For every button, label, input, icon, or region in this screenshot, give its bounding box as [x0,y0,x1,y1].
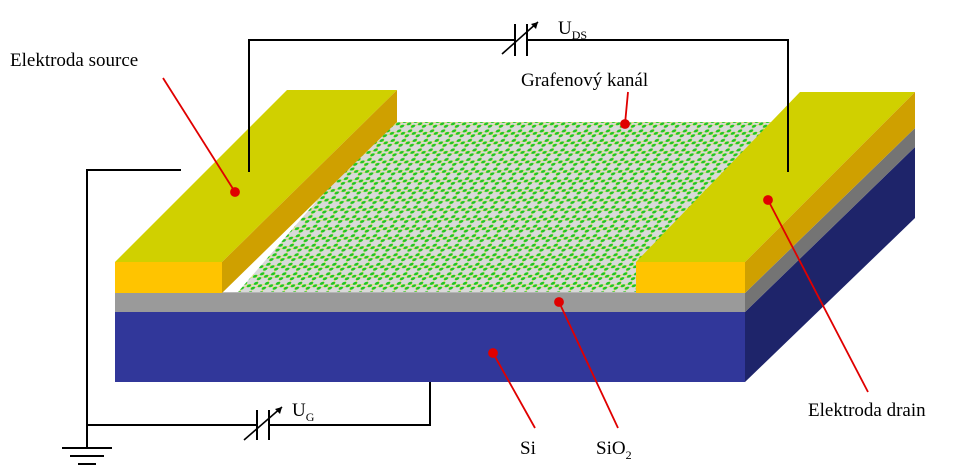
gate-circuit [62,169,431,465]
oxide-front [115,293,745,312]
label-uds-base: U [558,18,572,39]
ug-wire-right [269,382,431,426]
label-ug: UG [292,400,315,424]
label-oxide: SiO2 [596,438,632,462]
label-graphene-channel: Grafenový kanál [521,70,648,91]
label-silicon: Si [520,438,536,459]
source-electrode-side [222,90,397,293]
oxide-layer [115,128,915,312]
uds-wire-left [248,39,515,172]
label-ug-sub: G [306,410,315,424]
pointer-silicon [492,352,536,429]
variable-capacitor-icon [501,21,539,56]
pointer-drain [767,199,869,393]
drain-electrode-top [636,92,915,262]
source-electrode-front [115,262,222,293]
source-electrode-top [115,90,397,262]
oxide-top-strip [115,292,745,293]
variable-capacitor-icon [243,406,283,441]
drain-electrode-front [636,262,745,293]
label-oxide-sub: 2 [626,448,632,462]
drain-electrode-side [745,92,915,293]
substrate-side [745,147,915,382]
substrate-front [115,312,745,382]
drain-source-circuit [248,21,789,172]
drain-electrode [636,92,915,293]
ground-icon [62,447,112,465]
pointer-source [162,77,236,193]
label-source-electrode: Elektroda source [10,50,138,71]
pointer-oxide [558,301,619,429]
source-electrode [115,90,397,293]
pointer-channel [624,91,629,125]
oxide-side [745,128,915,312]
pointers [162,77,869,429]
uds-wire-right [527,39,789,172]
label-drain-electrode: Elektroda drain [808,400,926,421]
label-ug-base: U [292,400,306,421]
label-oxide-base: SiO [596,438,626,459]
label-uds: UDS [558,18,587,42]
ug-wire-left [86,169,257,426]
label-uds-sub: DS [572,28,587,42]
